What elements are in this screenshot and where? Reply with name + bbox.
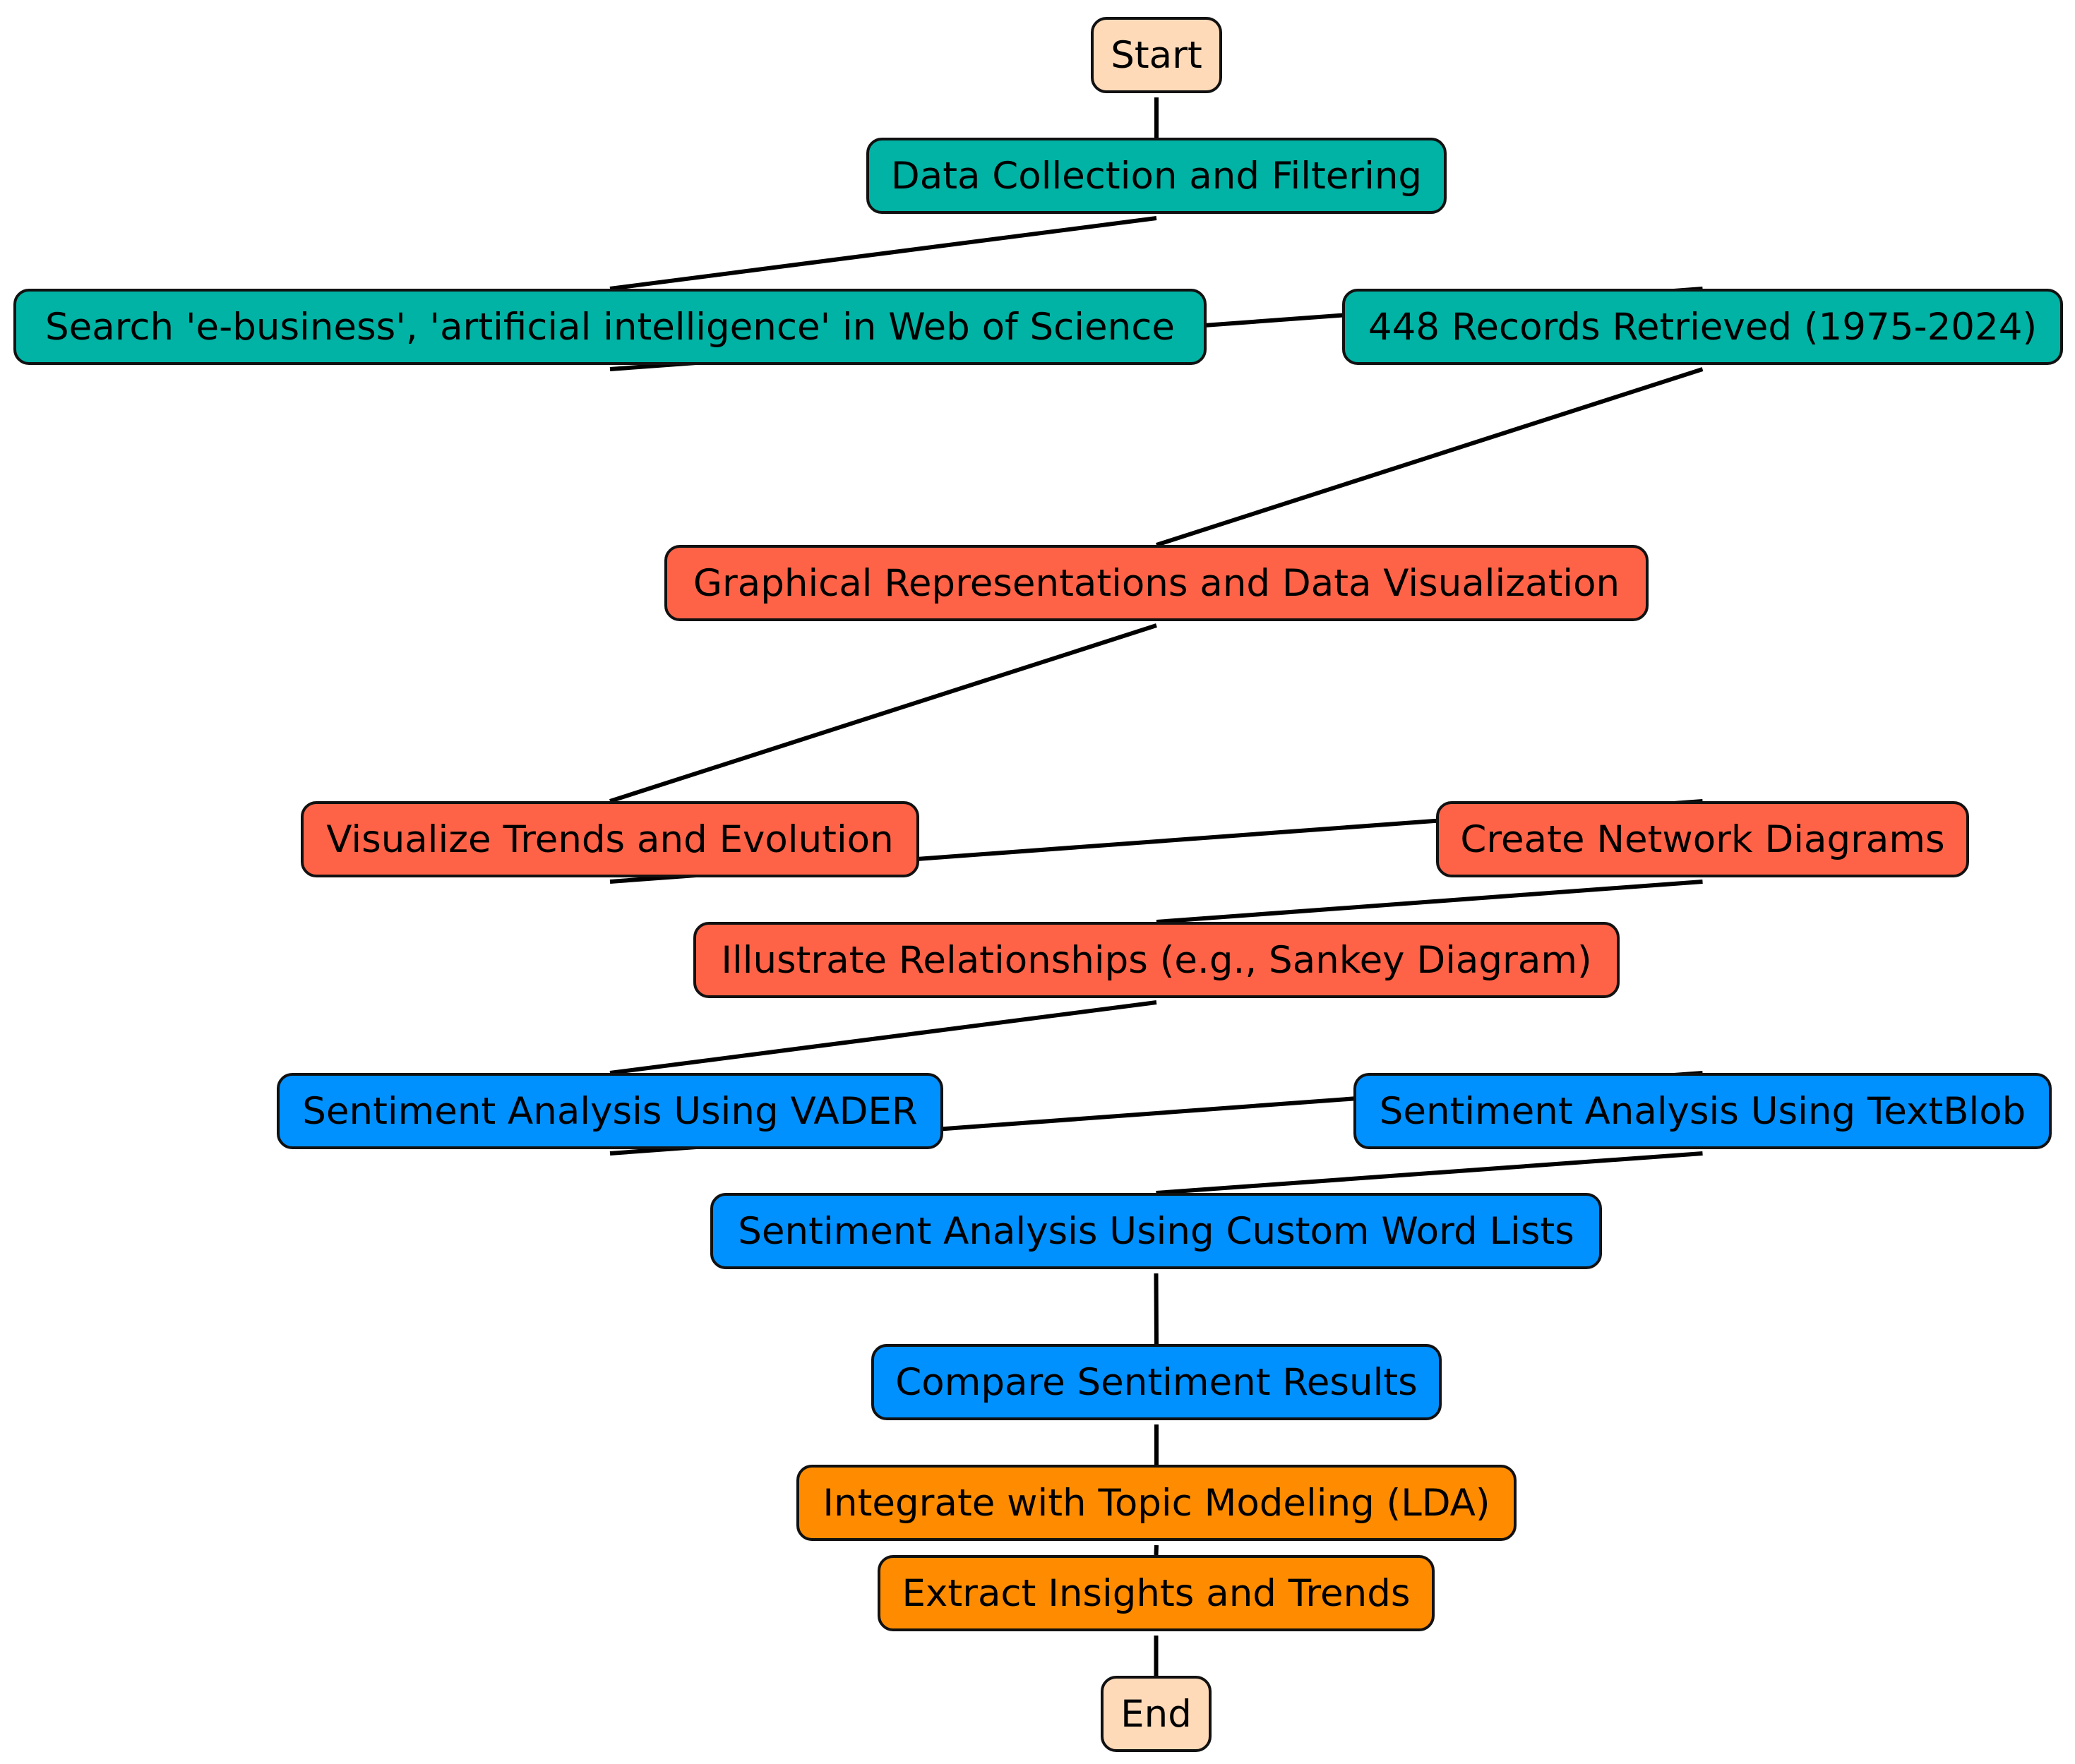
- node-illustrate-relationships: Illustrate Relationships (e.g., Sankey D…: [693, 922, 1620, 998]
- node-data-collection: Data Collection and Filtering: [866, 138, 1447, 214]
- node-graphical-representations: Graphical Representations and Data Visua…: [664, 545, 1649, 621]
- node-start-label: Start: [1111, 33, 1202, 77]
- node-graphical-representations-label: Graphical Representations and Data Visua…: [693, 561, 1620, 605]
- node-sentiment-custom-word-lists: Sentiment Analysis Using Custom Word Lis…: [710, 1193, 1602, 1269]
- node-data-collection-label: Data Collection and Filtering: [890, 154, 1423, 198]
- node-compare-sentiment-label: Compare Sentiment Results: [895, 1360, 1418, 1404]
- node-records-retrieved: 448 Records Retrieved (1975-2024): [1342, 289, 2063, 365]
- edge-textblob-to-custom_words: [1156, 1151, 1703, 1195]
- node-extract-insights-label: Extract Insights and Trends: [902, 1571, 1411, 1615]
- node-sentiment-vader-label: Sentiment Analysis Using VADER: [302, 1089, 918, 1133]
- node-extract-insights: Extract Insights and Trends: [878, 1555, 1435, 1631]
- node-sentiment-vader: Sentiment Analysis Using VADER: [277, 1073, 943, 1149]
- node-network-diagrams-label: Create Network Diagrams: [1460, 817, 1945, 861]
- edge-lda-to-extract: [1154, 1544, 1159, 1556]
- node-sentiment-textblob: Sentiment Analysis Using TextBlob: [1353, 1073, 2052, 1149]
- node-topic-modeling-lda-label: Integrate with Topic Modeling (LDA): [823, 1481, 1490, 1525]
- node-sentiment-textblob-label: Sentiment Analysis Using TextBlob: [1379, 1089, 2026, 1133]
- node-end-label: End: [1120, 1692, 1192, 1736]
- edge-custom_words-to-compare: [1154, 1273, 1159, 1345]
- node-search: Search 'e-business', 'artificial intelli…: [13, 289, 1207, 365]
- node-compare-sentiment: Compare Sentiment Results: [871, 1344, 1442, 1420]
- node-topic-modeling-lda: Integrate with Topic Modeling (LDA): [796, 1465, 1517, 1541]
- node-visualize-trends: Visualize Trends and Evolution: [301, 801, 919, 877]
- edge-relationships-to-vader: [609, 1000, 1157, 1075]
- edge-data_collection-to-search: [609, 216, 1157, 291]
- node-records-retrieved-label: 448 Records Retrieved (1975-2024): [1368, 305, 2038, 349]
- node-visualize-trends-label: Visualize Trends and Evolution: [326, 817, 894, 861]
- edge-records-to-graphical: [1156, 367, 1704, 547]
- node-end: End: [1101, 1676, 1212, 1752]
- edge-graphical-to-visualize_trends: [609, 623, 1157, 803]
- node-start: Start: [1091, 17, 1222, 93]
- node-search-label: Search 'e-business', 'artificial intelli…: [45, 305, 1175, 349]
- edge-network_diagrams-to-relationships: [1156, 880, 1703, 924]
- node-illustrate-relationships-label: Illustrate Relationships (e.g., Sankey D…: [721, 938, 1592, 982]
- node-sentiment-custom-word-lists-label: Sentiment Analysis Using Custom Word Lis…: [738, 1209, 1574, 1253]
- node-network-diagrams: Create Network Diagrams: [1436, 801, 1969, 877]
